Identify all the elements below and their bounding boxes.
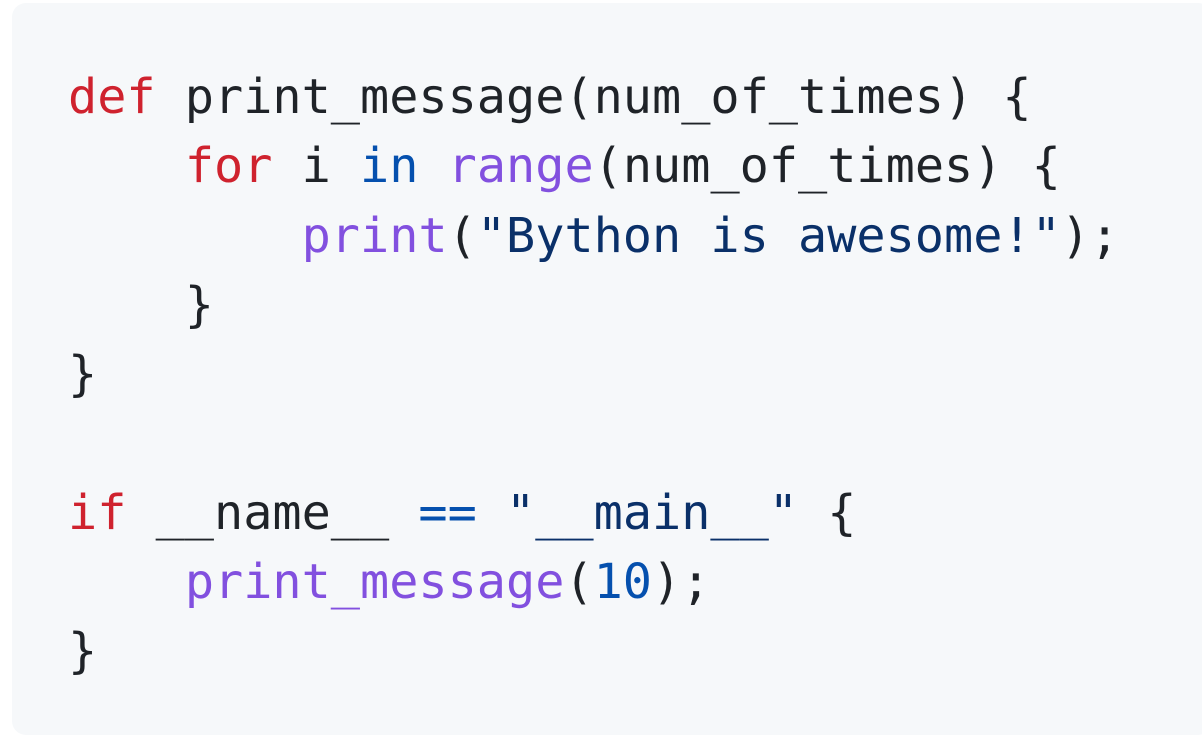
code-token: ); <box>1060 207 1120 264</box>
code-token: print_message(num_of_times) { <box>155 69 1032 125</box>
code-token: in <box>360 138 419 195</box>
code-line: print("Bython is awesome!"); <box>68 202 1120 271</box>
code-line: if __name__ == "__main__" { <box>68 479 1119 548</box>
code-token: print <box>301 207 448 264</box>
code-token: == <box>418 484 477 541</box>
code-token <box>418 138 447 194</box>
code-token: { <box>798 484 857 541</box>
code-token: def <box>68 69 156 125</box>
code-token: "__main__" <box>506 484 799 541</box>
code-token: print_message <box>184 554 565 611</box>
code-line: } <box>68 271 1119 340</box>
code-token: 10 <box>593 554 653 611</box>
code-token: for <box>184 138 273 195</box>
code-line: print_message(10); <box>68 548 1119 617</box>
code-token: if <box>68 484 127 541</box>
code-line <box>68 409 1119 478</box>
code-token: range <box>447 138 594 195</box>
code-token: ( <box>447 207 477 264</box>
code-content[interactable]: def print_message(num_of_times) { for i … <box>68 63 1119 687</box>
code-token: __name__ <box>126 484 419 541</box>
code-block: def print_message(num_of_times) { for i … <box>12 3 1202 735</box>
code-token <box>68 138 185 194</box>
code-line: for i in range(num_of_times) { <box>68 132 1119 201</box>
code-token: } <box>68 623 98 680</box>
code-token: "Bython is awesome!" <box>476 207 1061 264</box>
code-token: ( <box>564 554 594 611</box>
code-token: ); <box>652 554 711 611</box>
code-line: def print_message(num_of_times) { <box>68 63 1119 132</box>
code-token <box>68 208 302 264</box>
code-token <box>68 554 185 610</box>
code-token <box>477 485 506 541</box>
code-token: (num_of_times) { <box>593 138 1061 195</box>
code-line: } <box>68 340 1119 409</box>
code-token: } <box>68 276 214 333</box>
code-line: } <box>68 617 1119 686</box>
code-token: } <box>68 346 98 403</box>
code-token: i <box>272 138 361 195</box>
